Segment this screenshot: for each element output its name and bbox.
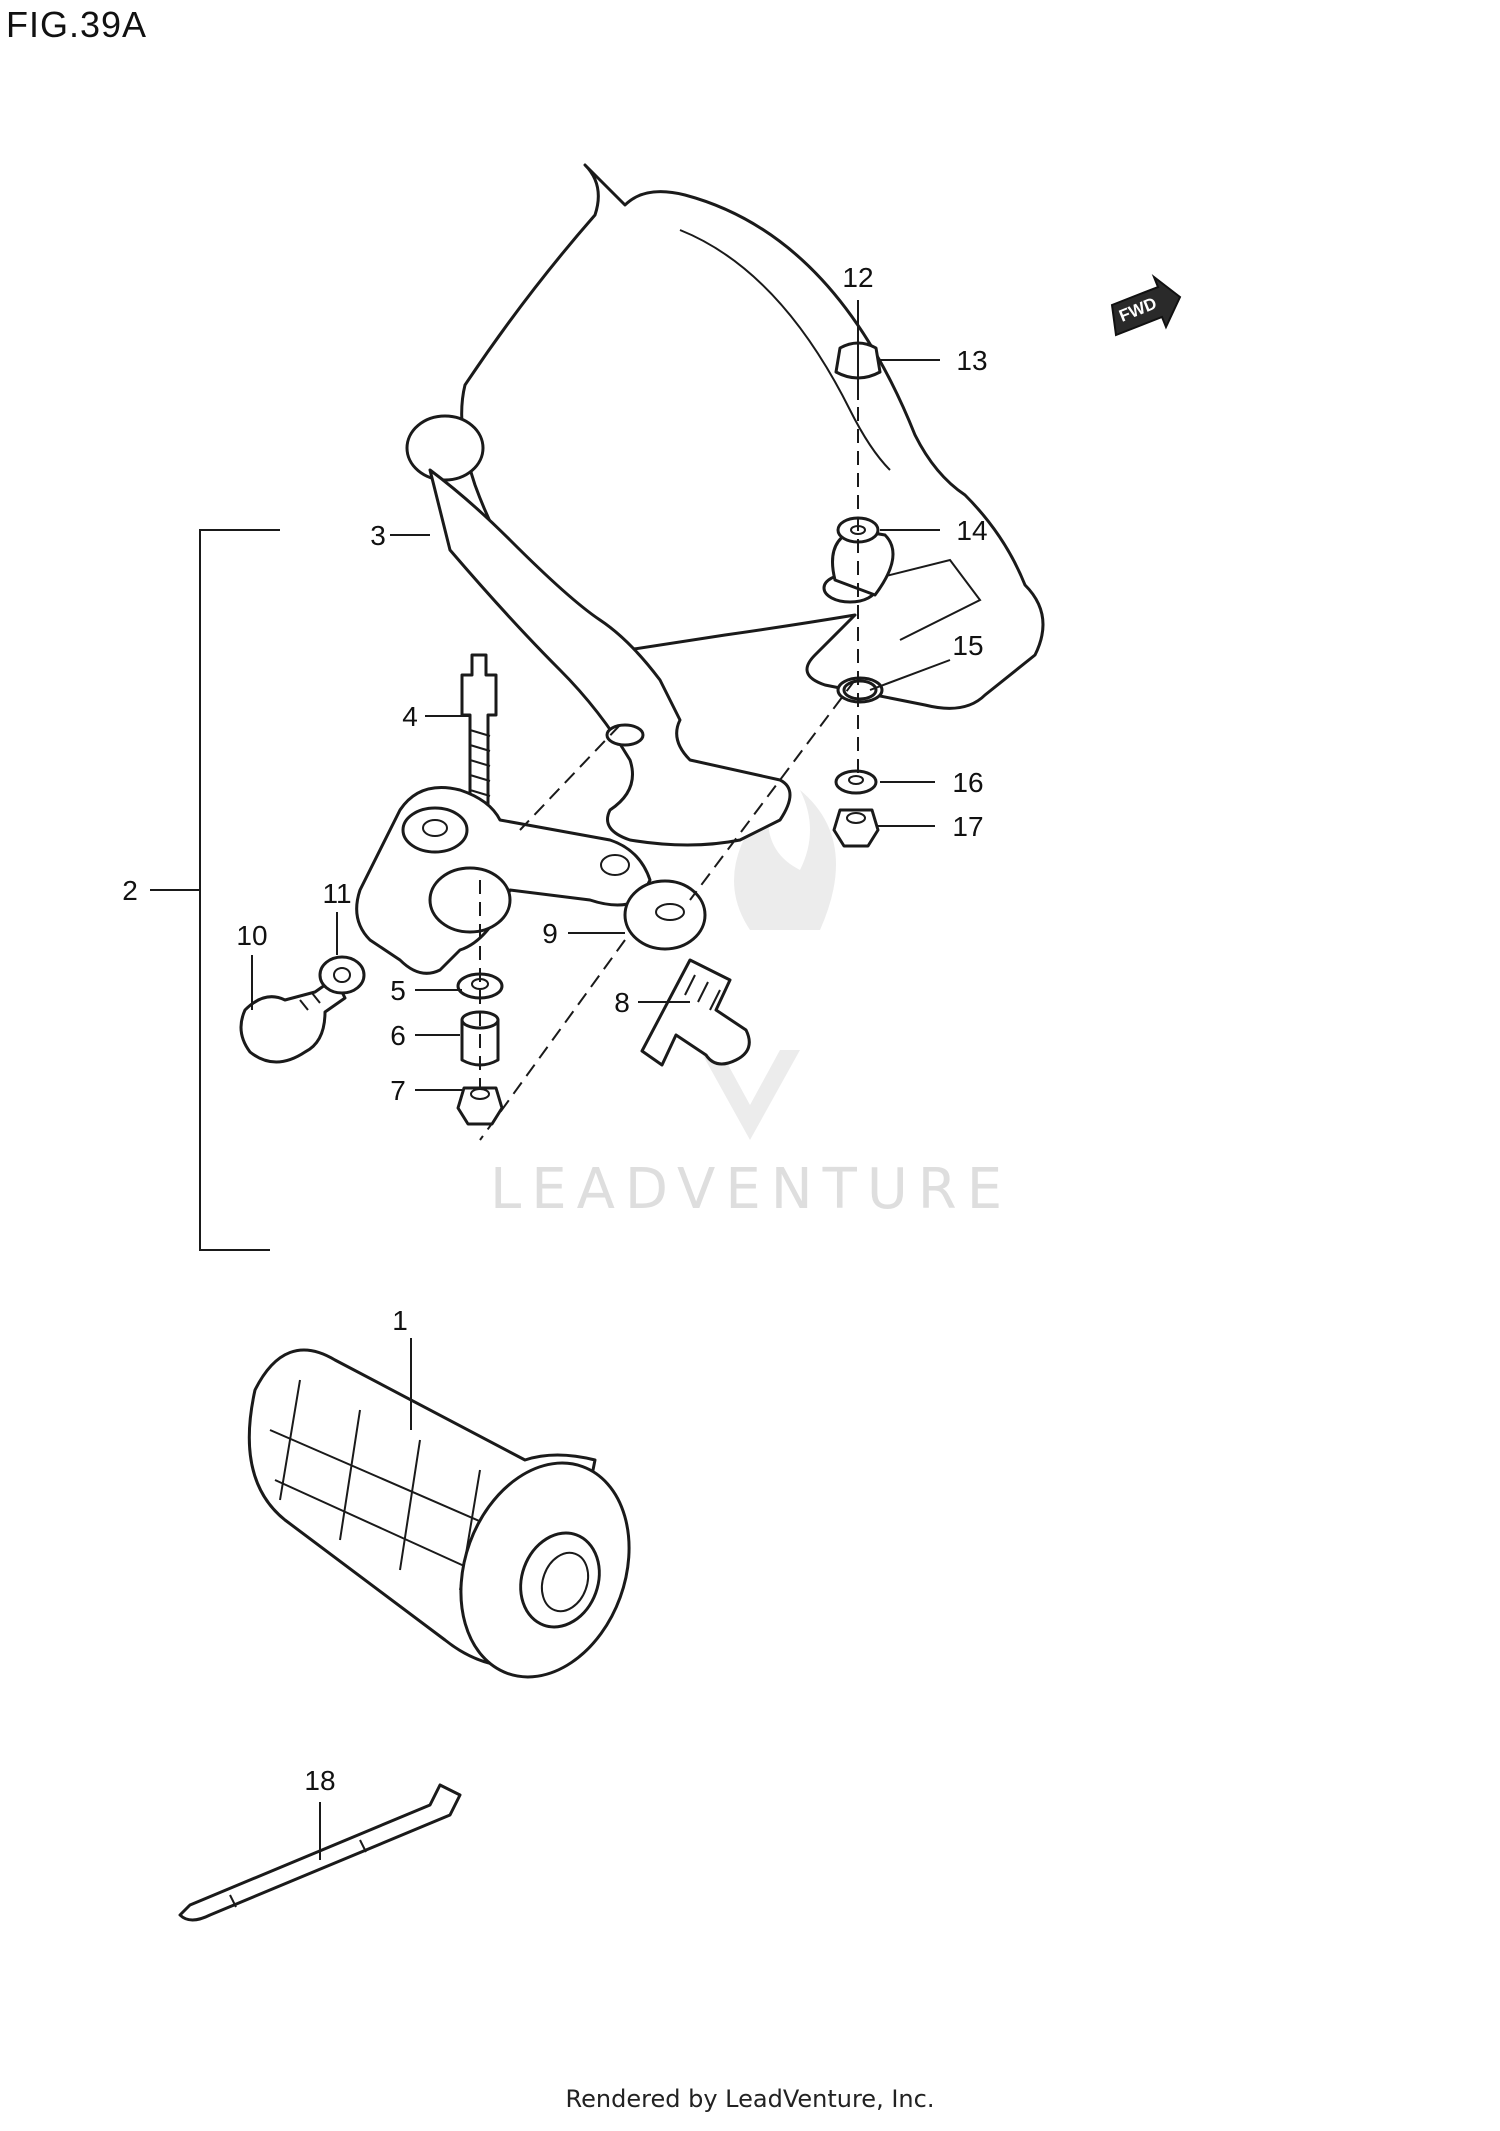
watermark-v-icon <box>700 1050 800 1140</box>
washer-11-part <box>318 955 366 995</box>
callout-5: 5 <box>390 975 406 1006</box>
adjuster-bolt-part <box>460 653 498 807</box>
callout-4: 4 <box>402 701 418 732</box>
hand-guard-part <box>460 163 1045 710</box>
nut-17-part <box>832 808 880 848</box>
lever-holder-part <box>355 786 652 975</box>
callout-15: 15 <box>952 630 983 661</box>
callout-1: 1 <box>392 1305 408 1336</box>
callout-6: 6 <box>390 1020 406 1051</box>
callout-14: 14 <box>956 515 987 546</box>
grip-part <box>247 1348 631 1679</box>
fwd-arrow-icon: FWD <box>1110 273 1182 337</box>
pivot-bolt-part <box>640 958 751 1067</box>
callout-3: 3 <box>370 520 386 551</box>
leader-lines <box>251 300 951 1860</box>
callout-9: 9 <box>542 918 558 949</box>
figure-title: FIG.39A <box>6 4 148 45</box>
callout-2: 2 <box>122 875 138 906</box>
callout-12: 12 <box>842 262 873 293</box>
callout-8: 8 <box>614 987 630 1018</box>
callout-16: 16 <box>952 767 983 798</box>
washer-16-part <box>834 769 878 795</box>
callouts: 1 2 3 4 5 6 7 8 9 10 11 12 13 14 15 16 1… <box>122 262 987 1796</box>
rendered-by-footer: Rendered by LeadVenture, Inc. <box>565 2085 935 2113</box>
watermark: LEADVENTURE <box>490 790 1012 1222</box>
callout-10: 10 <box>236 920 267 951</box>
callout-11: 11 <box>322 878 351 909</box>
assembly-bracket <box>150 529 280 1251</box>
watermark-text: LEADVENTURE <box>490 1157 1012 1222</box>
callout-18: 18 <box>304 1765 335 1796</box>
callout-17: 17 <box>952 811 983 842</box>
clamp-bolt-part <box>239 976 347 1064</box>
callout-7: 7 <box>390 1075 406 1106</box>
rubber-block-part <box>623 879 707 951</box>
assembly-lines <box>479 385 859 1141</box>
callout-13: 13 <box>956 345 987 376</box>
